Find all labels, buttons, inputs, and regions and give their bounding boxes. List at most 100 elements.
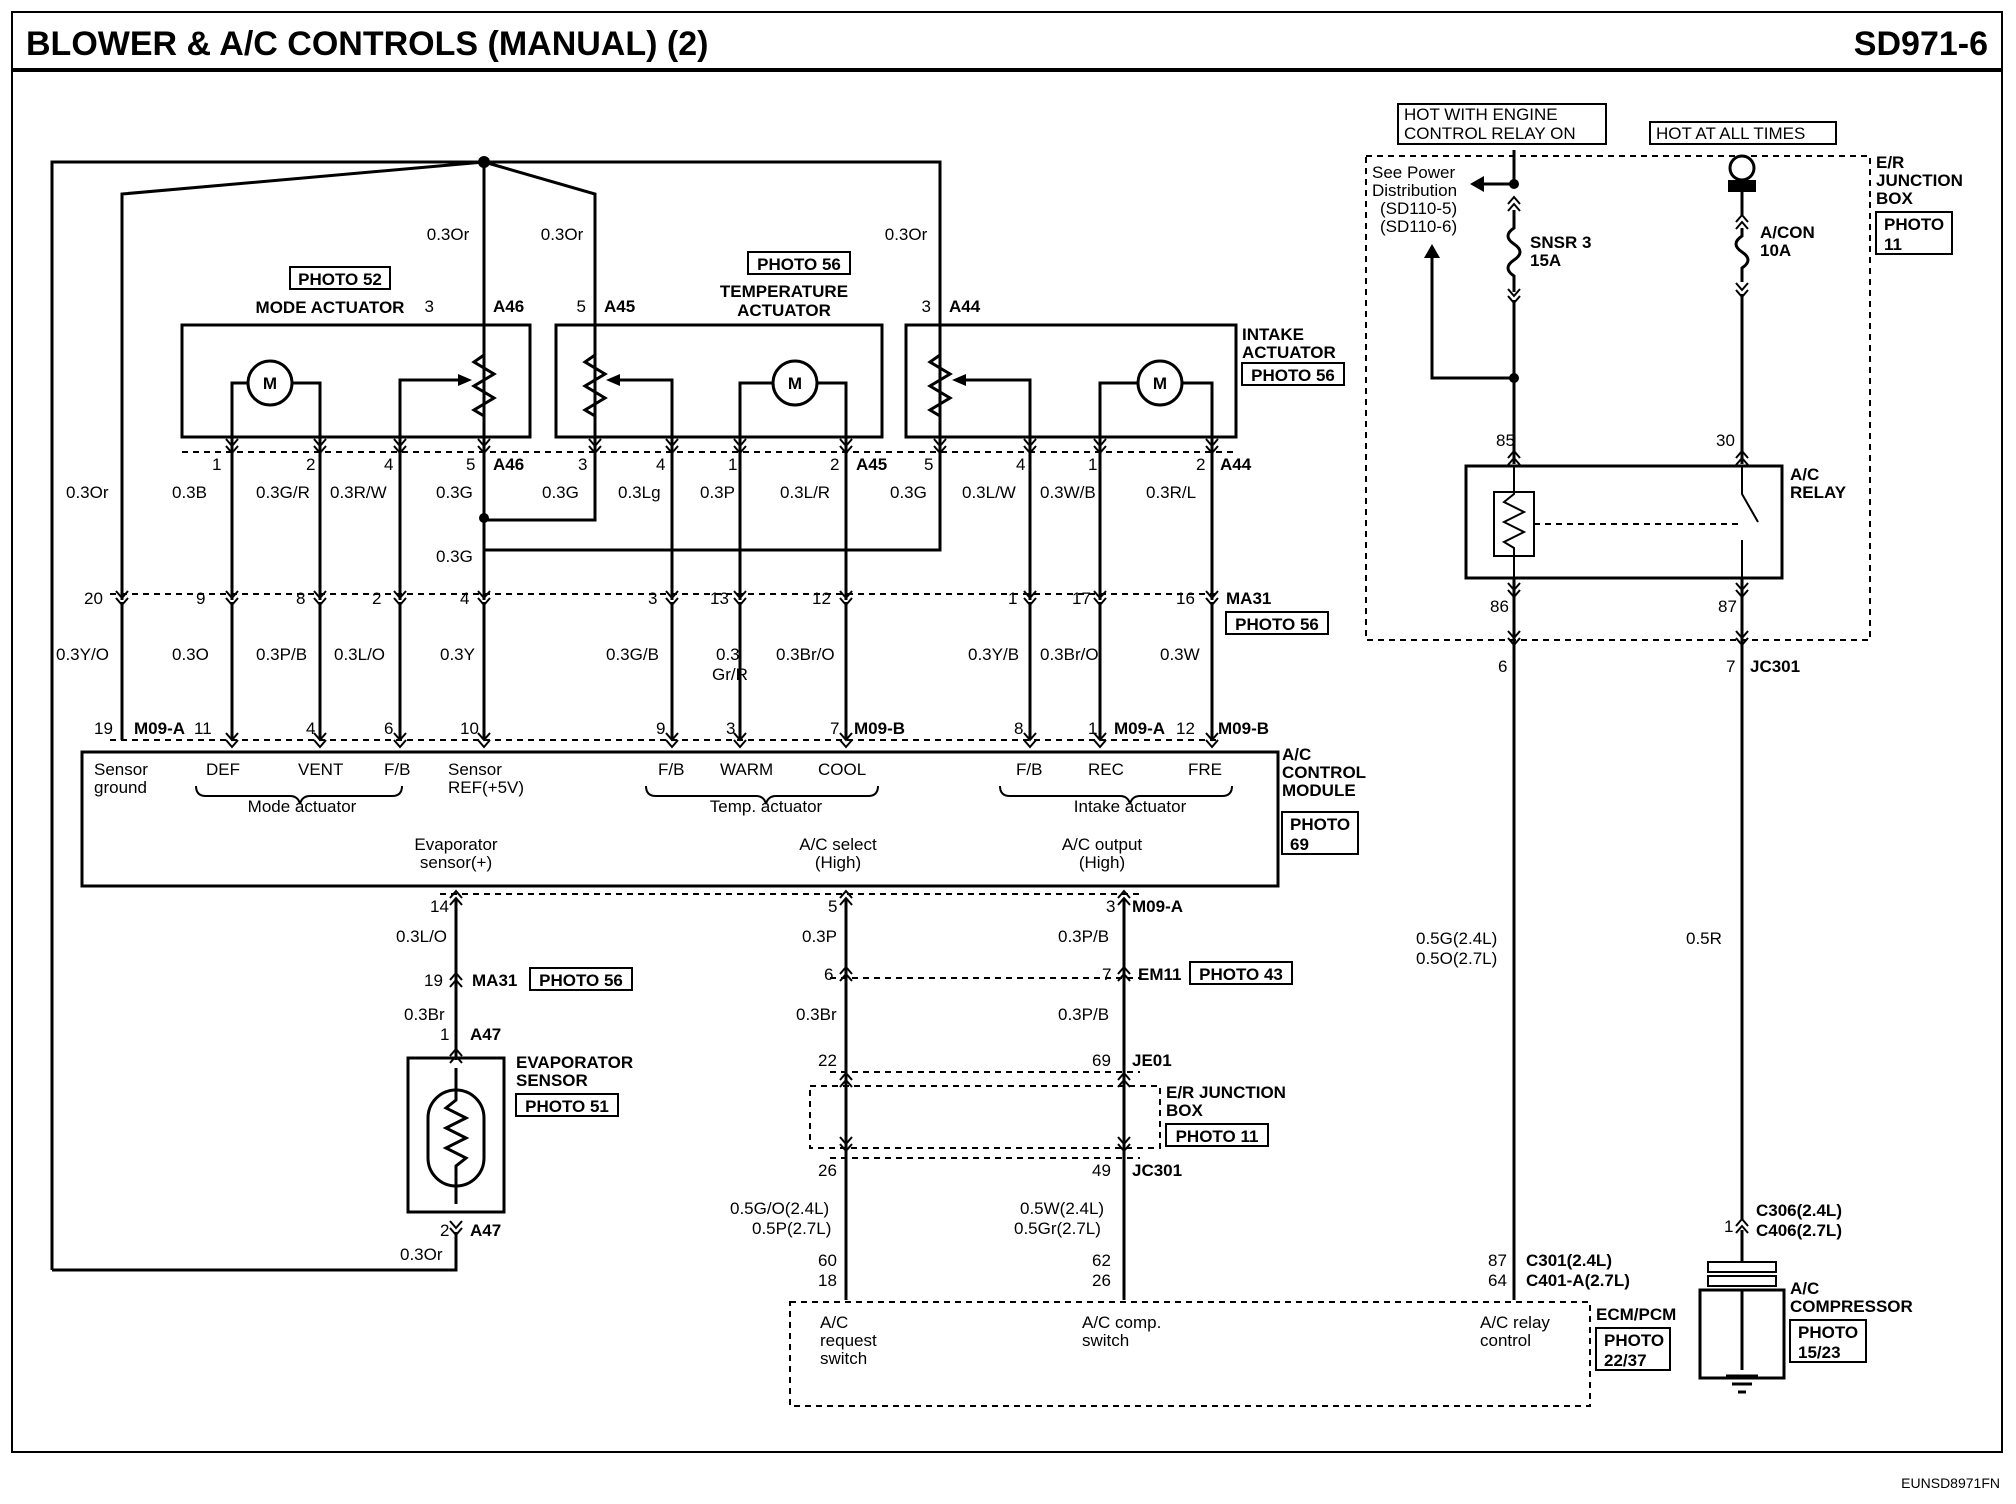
evaporator-branch: 0.3L/O 19 MA31 PHOTO 56 0.3Br 1 A47 2 A4… [52, 898, 633, 1272]
sig-acout-2: (High) [1079, 853, 1125, 872]
ecm-name: ECM/PCM [1596, 1305, 1676, 1324]
ac-select-output-branch: 0.3P 0.3P/B 6 7 EM11 PHOTO 43 0.3Br 0.3P… [730, 898, 1293, 1300]
wl-evap-03Or: 0.3Or [400, 1245, 443, 1264]
ecm-pin64: 64 [1488, 1271, 1507, 1290]
comp-photo-1: PHOTO [1798, 1323, 1858, 1342]
wl-r1-03Or: 0.3Or [66, 483, 109, 502]
ma31-pin20: 20 [84, 589, 103, 608]
wl-r2-03LO: 0.3L/O [334, 645, 385, 664]
ecm-comp-2: switch [1082, 1331, 1129, 1350]
r1-pin2b: 2 [830, 455, 839, 474]
sig-ref-1: Sensor [448, 760, 502, 779]
power-section: HOT WITH ENGINE CONTROL RELAY ON HOT AT … [1365, 103, 1963, 1394]
fuse1-name: SNSR 3 [1530, 233, 1591, 252]
wl-r1-03GR: 0.3G/R [256, 483, 310, 502]
page-frame [11, 11, 2003, 1453]
r1-pin1c: 1 [1088, 455, 1097, 474]
ma31-pin9: 9 [196, 589, 205, 608]
conn-jc301-a: JC301 [1132, 1161, 1182, 1180]
hot-engine-1: HOT WITH ENGINE [1404, 105, 1558, 124]
conn-a45-bottom: A45 [856, 455, 887, 474]
ma31-photo: PHOTO 56 [1235, 615, 1319, 634]
wl-r2-03GB: 0.3G/B [606, 645, 659, 664]
wl-r1-03WB: 0.3W/B [1040, 483, 1096, 502]
ma31-pin1: 1 [1008, 589, 1017, 608]
temp-photo-box [747, 251, 851, 275]
jc301-pin7: 7 [1726, 657, 1735, 676]
er-box-1: E/R [1876, 153, 1904, 172]
conn-a47-bottom: A47 [470, 1221, 501, 1240]
m09-pin11: 11 [194, 719, 212, 738]
pins-row-ma31 [115, 590, 1219, 606]
fuse2-name: A/CON [1760, 223, 1815, 242]
see-power-1: See Power [1372, 163, 1455, 182]
conn-a46-top: A46 [493, 297, 524, 316]
er-junction-box-2 [809, 1085, 1161, 1149]
wl-r2-03: 0.3 [716, 645, 740, 664]
evap-pin19: 19 [424, 971, 443, 990]
compressor-clutch [1707, 1261, 1777, 1273]
wl-out-05Gr: 0.5Gr(2.7L) [1014, 1219, 1101, 1238]
sig-fb-1: F/B [384, 760, 410, 779]
conn-ma31-evap: MA31 [472, 971, 517, 990]
conn-a44-bottom: A44 [1220, 455, 1252, 474]
sig-acout-1: A/C output [1062, 835, 1143, 854]
temp-name-2: ACTUATOR [737, 301, 831, 320]
wl-r2-03BrO-a: 0.3Br/O [776, 645, 835, 664]
ma31-pin17: 17 [1072, 589, 1091, 608]
ecm-pin60: 60 [818, 1251, 837, 1270]
pins-row1 [225, 438, 1219, 454]
relay-pin30: 30 [1716, 431, 1735, 450]
r1-pin4c: 4 [1016, 455, 1025, 474]
ecm-pin26: 26 [1092, 1271, 1111, 1290]
ecm-photo-2: 22/37 [1604, 1351, 1647, 1370]
wl-r1-03RL: 0.3R/L [1146, 483, 1196, 502]
wl-r2-GrR: Gr/R [712, 665, 748, 684]
ma31-pin3: 3 [648, 589, 657, 608]
temp-motor-label: M [788, 374, 802, 393]
mode-motor-label: M [263, 374, 277, 393]
fuse-acon [1734, 228, 1750, 282]
mode-actuator: PHOTO 52 MODE ACTUATOR M 3 A46 [180, 266, 532, 450]
erjb2-photo-box [1165, 1123, 1269, 1147]
sig-evap-2: sensor(+) [420, 853, 492, 872]
m09-pin12: 12 [1176, 719, 1195, 738]
sig-acsel-1: A/C select [799, 835, 877, 854]
wire-03Or-2: 0.3Or [541, 225, 584, 244]
sig-ref-2: REF(+5V) [448, 778, 524, 797]
r1-pin5b: 5 [924, 455, 933, 474]
temp-pin-5: 5 [577, 297, 586, 316]
conn-c406: C406(2.7L) [1756, 1221, 1842, 1240]
r1-pin3: 3 [578, 455, 587, 474]
see-power-2: Distribution [1372, 181, 1457, 200]
intake-brace [999, 785, 1233, 805]
wl-r1-03P: 0.3P [700, 483, 735, 502]
comp-pin1: 1 [1724, 1217, 1733, 1236]
wire-labels-row2: 0.3Y/O 0.3O 0.3P/B 0.3L/O 0.3Y 0.3G/B 0.… [56, 645, 1200, 684]
sig-vent: VENT [298, 760, 343, 779]
wl-sel-05P: 0.5P(2.7L) [752, 1219, 831, 1238]
evaporator-sensor-box [406, 1056, 506, 1214]
er-box-2: JUNCTION [1876, 171, 1963, 190]
r1-pin4b: 4 [656, 455, 665, 474]
comp-name-2: COMPRESSOR [1790, 1297, 1913, 1316]
evap-name-1: EVAPORATOR [516, 1053, 633, 1072]
relay-pin85: 85 [1496, 431, 1515, 450]
er-photo-1: PHOTO [1884, 215, 1944, 234]
conn-c306: C306(2.4L) [1756, 1201, 1842, 1220]
ecm-pcm-box [789, 1301, 1591, 1407]
mode-name: MODE ACTUATOR [256, 298, 405, 317]
wl-out-03PB-a: 0.3P/B [1058, 927, 1109, 946]
relay-name-1: A/C [1790, 465, 1819, 484]
r1-pin1b: 1 [728, 455, 737, 474]
hot-engine-2: CONTROL RELAY ON [1404, 124, 1576, 143]
em11-photo: PHOTO 43 [1199, 965, 1283, 984]
fuse-snsr3 [1506, 210, 1522, 292]
ma31-pin4: 4 [460, 589, 469, 608]
mode-photo: PHOTO 52 [298, 270, 382, 289]
intake-name-2: ACTUATOR [1242, 343, 1336, 362]
comp-name-1: A/C [1790, 1279, 1819, 1298]
wl-r2-03O: 0.3O [172, 645, 209, 664]
wire-03Or-1: 0.3Or [427, 225, 470, 244]
